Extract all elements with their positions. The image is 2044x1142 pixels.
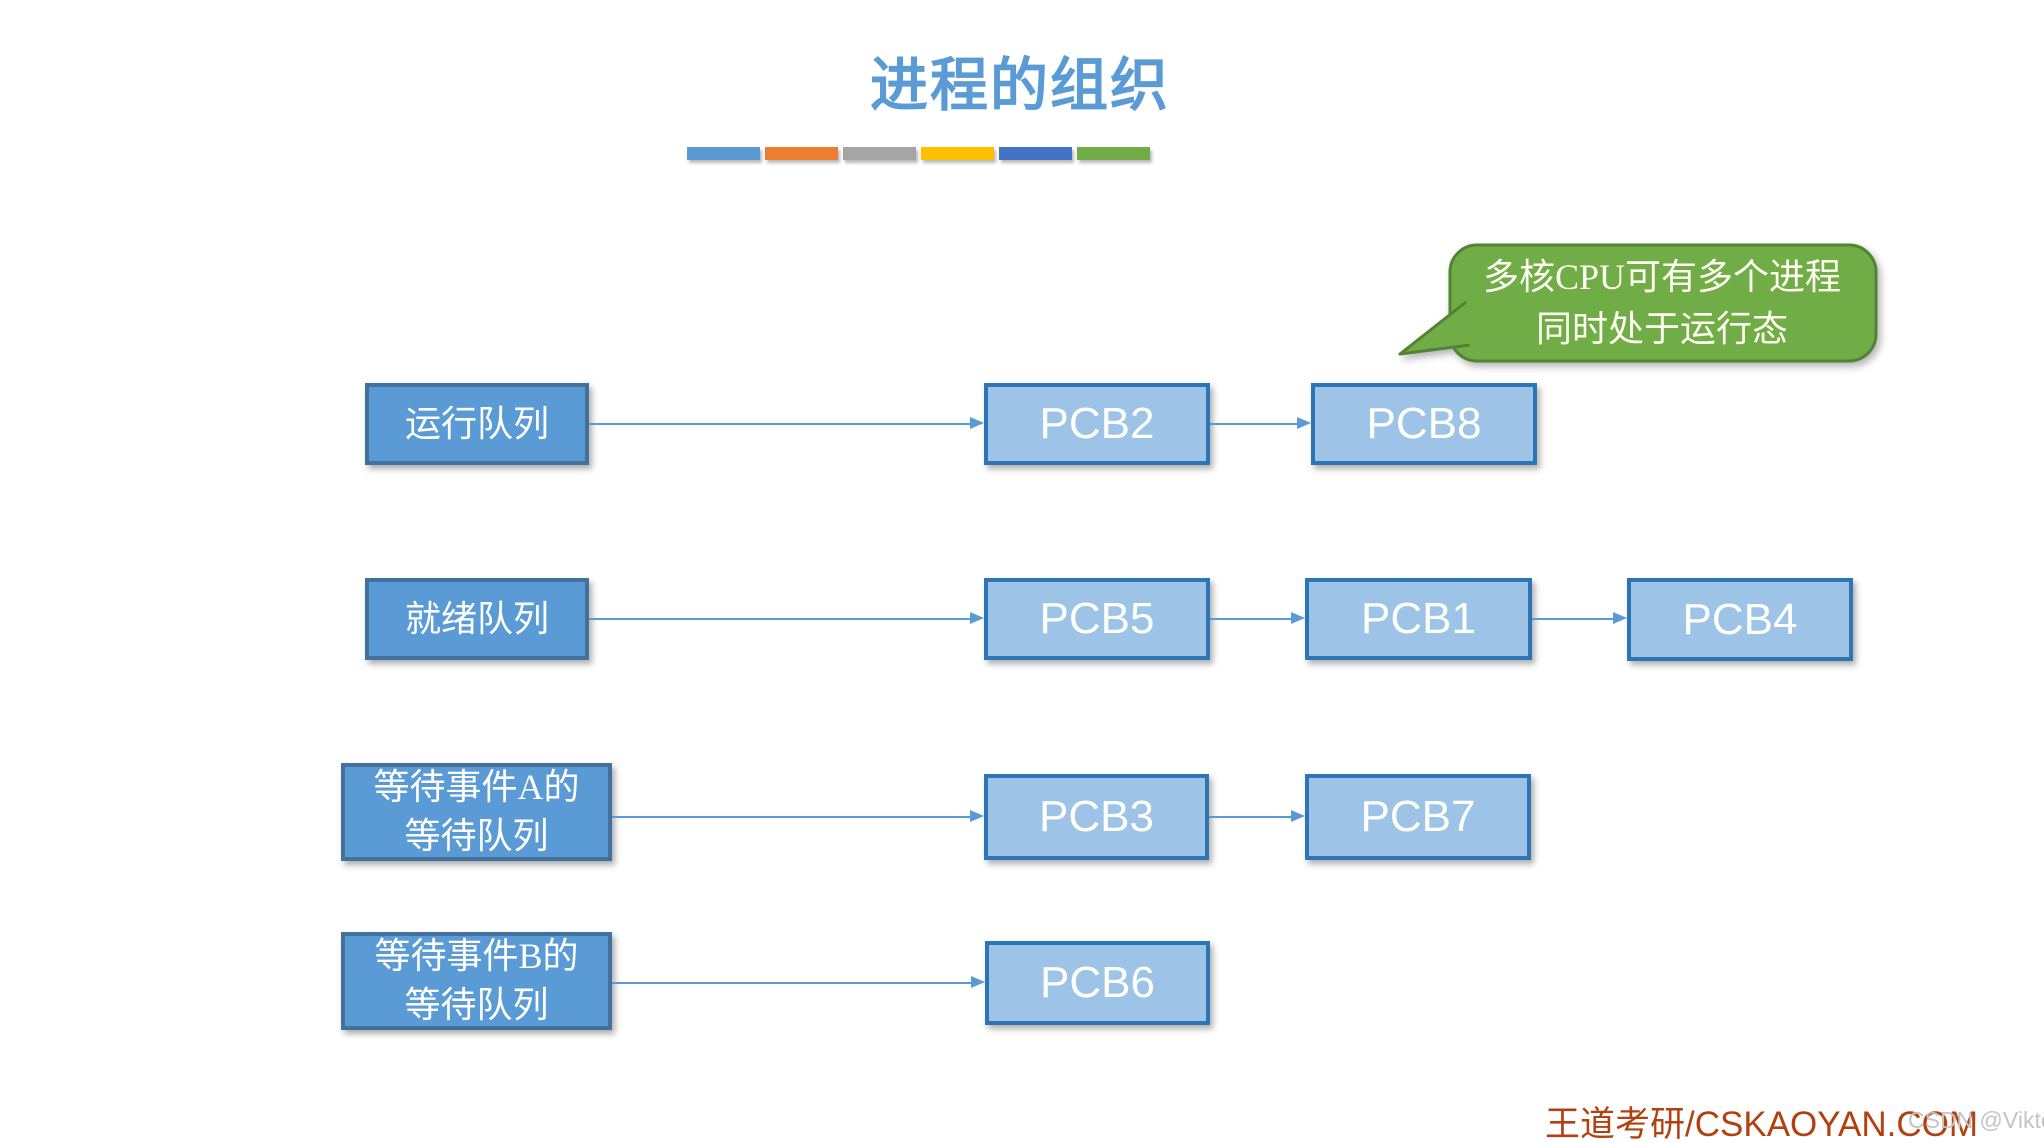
pcb-label: PCB1 (1361, 594, 1476, 643)
queue-label-waiting-a-line1: 等待事件A的 (373, 767, 580, 808)
page-title: 进程的组织 (869, 53, 1170, 118)
callout-tail (1398, 300, 1471, 356)
pcb-box-5: PCB5 (984, 578, 1210, 660)
pcb-box-4: PCB4 (1627, 578, 1853, 661)
pcb-label: PCB7 (1360, 792, 1476, 841)
queue-label-box-waiting-b: 等待事件B的 等待队列 (341, 932, 612, 1030)
title-divider-bars (687, 147, 1150, 160)
arrow-pcb3-to-pcb7 (1209, 810, 1305, 822)
queue-label-waiting-b-line2: 等待队列 (404, 985, 549, 1025)
callout-text-line1: 多核CPU可有多个进程 (1482, 256, 1842, 297)
divider-bar-navy (999, 147, 1072, 160)
queue-label-ready: 就绪队列 (404, 598, 549, 639)
pcb-label: PCB4 (1682, 594, 1798, 644)
callout-bubble (1398, 243, 1878, 363)
pcb-box-3: PCB3 (984, 774, 1209, 860)
divider-bar-green (1077, 147, 1150, 160)
queue-label-box-ready: 就绪队列 (365, 578, 589, 660)
callout-text: 多核CPU可有多个进程 同时处于运行态 (1448, 246, 1876, 360)
watermark-brand: 王道考研/CSKAOYAN.COM (1545, 1105, 1979, 1142)
pcb-box-8: PCB8 (1311, 383, 1537, 465)
pcb-box-6: PCB6 (985, 941, 1210, 1025)
pcb-box-7: PCB7 (1305, 774, 1531, 860)
pcb-box-2: PCB2 (984, 383, 1210, 465)
arrow-pcb1-to-pcb4 (1532, 612, 1627, 624)
divider-bar-gray (843, 147, 916, 160)
pcb-label: PCB3 (1039, 792, 1154, 841)
arrow-pcb5-to-pcb1 (1210, 612, 1305, 624)
divider-bar-orange (765, 147, 838, 160)
divider-bar-blue (687, 147, 760, 160)
divider-bar-gold (921, 147, 994, 160)
callout-shape (1448, 243, 1878, 363)
queue-label-box-waiting-a: 等待事件A的 等待队列 (341, 763, 612, 861)
arrow-waiting-a-to-pcb3 (612, 810, 984, 822)
callout-text-line2: 同时处于运行态 (1535, 309, 1788, 349)
pcb-label: PCB5 (1039, 594, 1155, 643)
queue-label-box-running: 运行队列 (365, 383, 589, 465)
arrow-waiting-b-to-pcb6 (612, 976, 985, 988)
watermark-csdn: CSDN @Viktoriae (1908, 1107, 2044, 1133)
queue-label-waiting-b-line1: 等待事件B的 (374, 936, 579, 977)
arrow-ready-to-pcb5 (589, 612, 984, 624)
queue-label-waiting-a-line2: 等待队列 (404, 816, 549, 856)
pcb-label: PCB6 (1040, 958, 1155, 1007)
arrow-running-to-pcb2 (589, 417, 984, 429)
arrow-pcb2-to-pcb8 (1210, 417, 1311, 429)
pcb-label: PCB2 (1039, 399, 1155, 448)
queue-label-running: 运行队列 (404, 403, 549, 444)
pcb-box-1: PCB1 (1305, 578, 1532, 660)
pcb-label: PCB8 (1366, 399, 1482, 448)
